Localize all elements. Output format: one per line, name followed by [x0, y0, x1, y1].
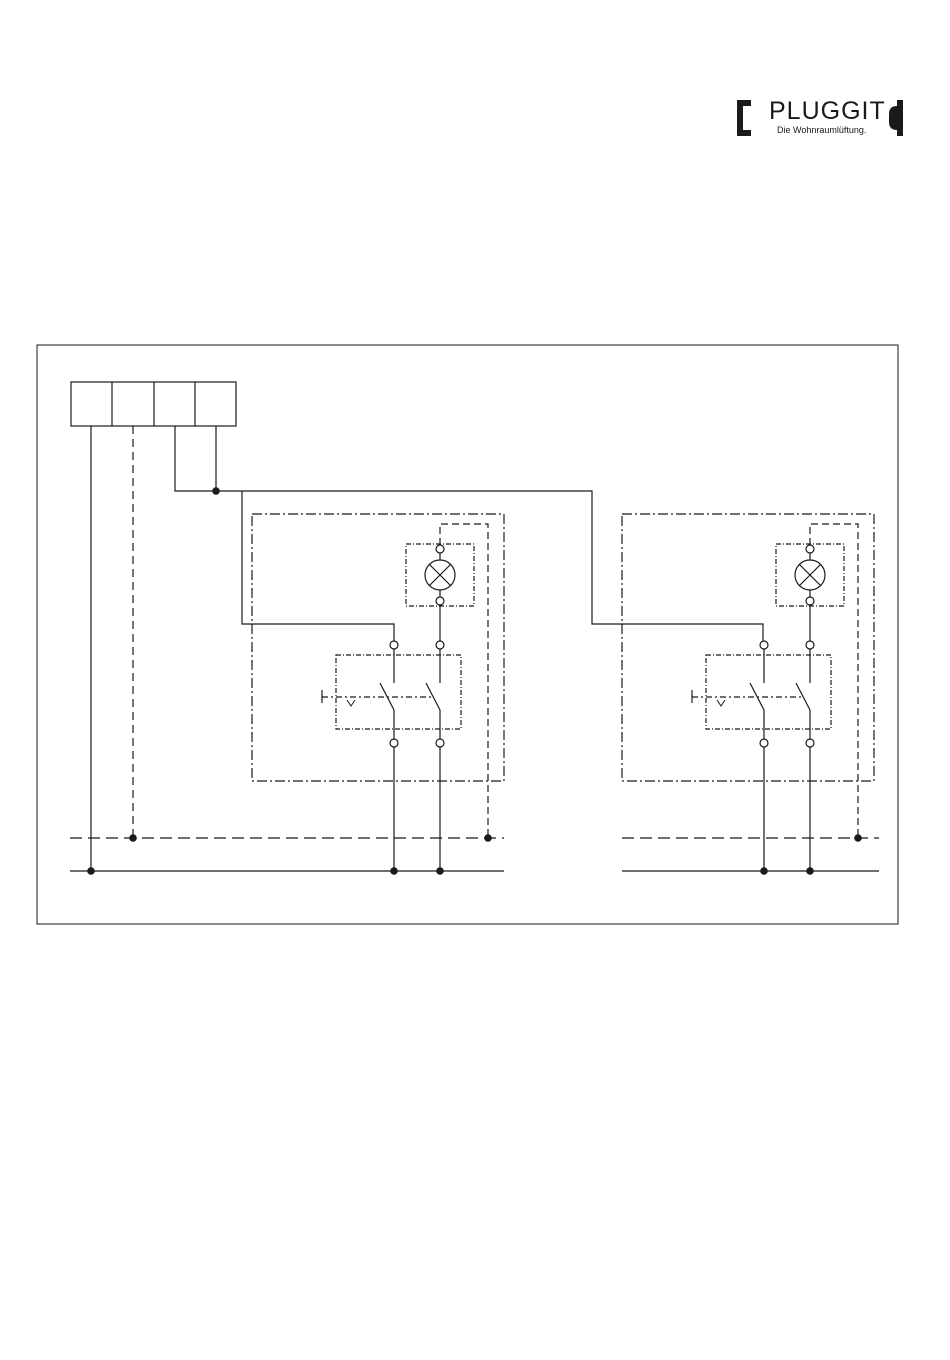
- switch-unit-left: [252, 514, 504, 874]
- switch-box: [706, 655, 831, 729]
- wire-control: [175, 426, 763, 645]
- terminal-block: [71, 382, 236, 426]
- switch-unit-right: [622, 514, 874, 874]
- junction-dot: [213, 488, 219, 494]
- diagram-frame: [37, 345, 898, 924]
- switch-box: [336, 655, 461, 729]
- wire-control-branch: [242, 491, 394, 645]
